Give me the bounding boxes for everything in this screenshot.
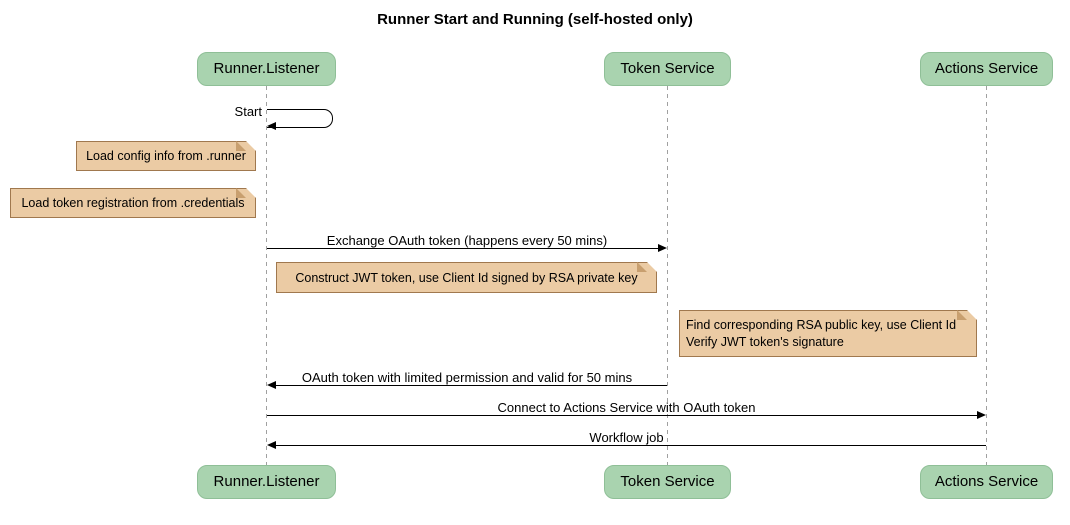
message-oauth-token-label: OAuth token with limited permission and … xyxy=(301,370,633,385)
message-connect-actions-arrowhead xyxy=(977,411,986,419)
note-fold-cut xyxy=(967,310,977,320)
note-fold-icon xyxy=(637,262,647,272)
participant-actions-service-bottom: Actions Service xyxy=(920,465,1053,499)
note-load-config-text: Load config info from .runner xyxy=(86,149,246,163)
participant-runner-listener-bottom: Runner.Listener xyxy=(197,465,336,499)
message-workflow-job-label: Workflow job xyxy=(589,430,664,445)
note-fold-cut xyxy=(647,262,657,272)
note-fold-icon xyxy=(236,188,246,198)
lifeline-actions-service xyxy=(986,86,987,465)
message-exchange-oauth-label: Exchange OAuth token (happens every 50 m… xyxy=(326,233,608,248)
note-verify-jwt-text: Find corresponding RSA public key, use C… xyxy=(686,317,957,349)
message-exchange-oauth-arrowhead xyxy=(658,244,667,252)
note-load-config: Load config info from .runner xyxy=(76,141,256,171)
message-workflow-job-arrowhead xyxy=(267,441,276,449)
note-fold-icon xyxy=(236,141,246,151)
note-fold-cut xyxy=(246,141,256,151)
participant-token-service-top: Token Service xyxy=(604,52,731,86)
note-construct-jwt: Construct JWT token, use Client Id signe… xyxy=(276,262,657,293)
note-fold-cut xyxy=(246,188,256,198)
message-workflow-job-line xyxy=(276,445,986,446)
message-oauth-token-line xyxy=(276,385,667,386)
participant-runner-listener-top: Runner.Listener xyxy=(197,52,336,86)
note-fold-icon xyxy=(957,310,967,320)
message-exchange-oauth-line xyxy=(267,248,658,249)
self-message-start-loop xyxy=(267,109,333,128)
self-message-start-label: Start xyxy=(234,104,262,119)
self-message-start-arrowhead xyxy=(267,122,276,130)
lifeline-token-service xyxy=(667,86,668,465)
participant-token-service-bottom: Token Service xyxy=(604,465,731,499)
message-connect-actions-label: Connect to Actions Service with OAuth to… xyxy=(497,400,756,415)
participant-actions-service-top: Actions Service xyxy=(920,52,1053,86)
note-load-token-registration: Load token registration from .credential… xyxy=(10,188,256,218)
message-oauth-token-arrowhead xyxy=(267,381,276,389)
diagram-title: Runner Start and Running (self-hosted on… xyxy=(377,11,693,28)
lifeline-runner-listener xyxy=(266,86,267,465)
message-connect-actions-line xyxy=(267,415,977,416)
note-load-token-registration-text: Load token registration from .credential… xyxy=(21,196,245,210)
note-verify-jwt: Find corresponding RSA public key, use C… xyxy=(679,310,977,357)
note-construct-jwt-text: Construct JWT token, use Client Id signe… xyxy=(295,270,638,285)
